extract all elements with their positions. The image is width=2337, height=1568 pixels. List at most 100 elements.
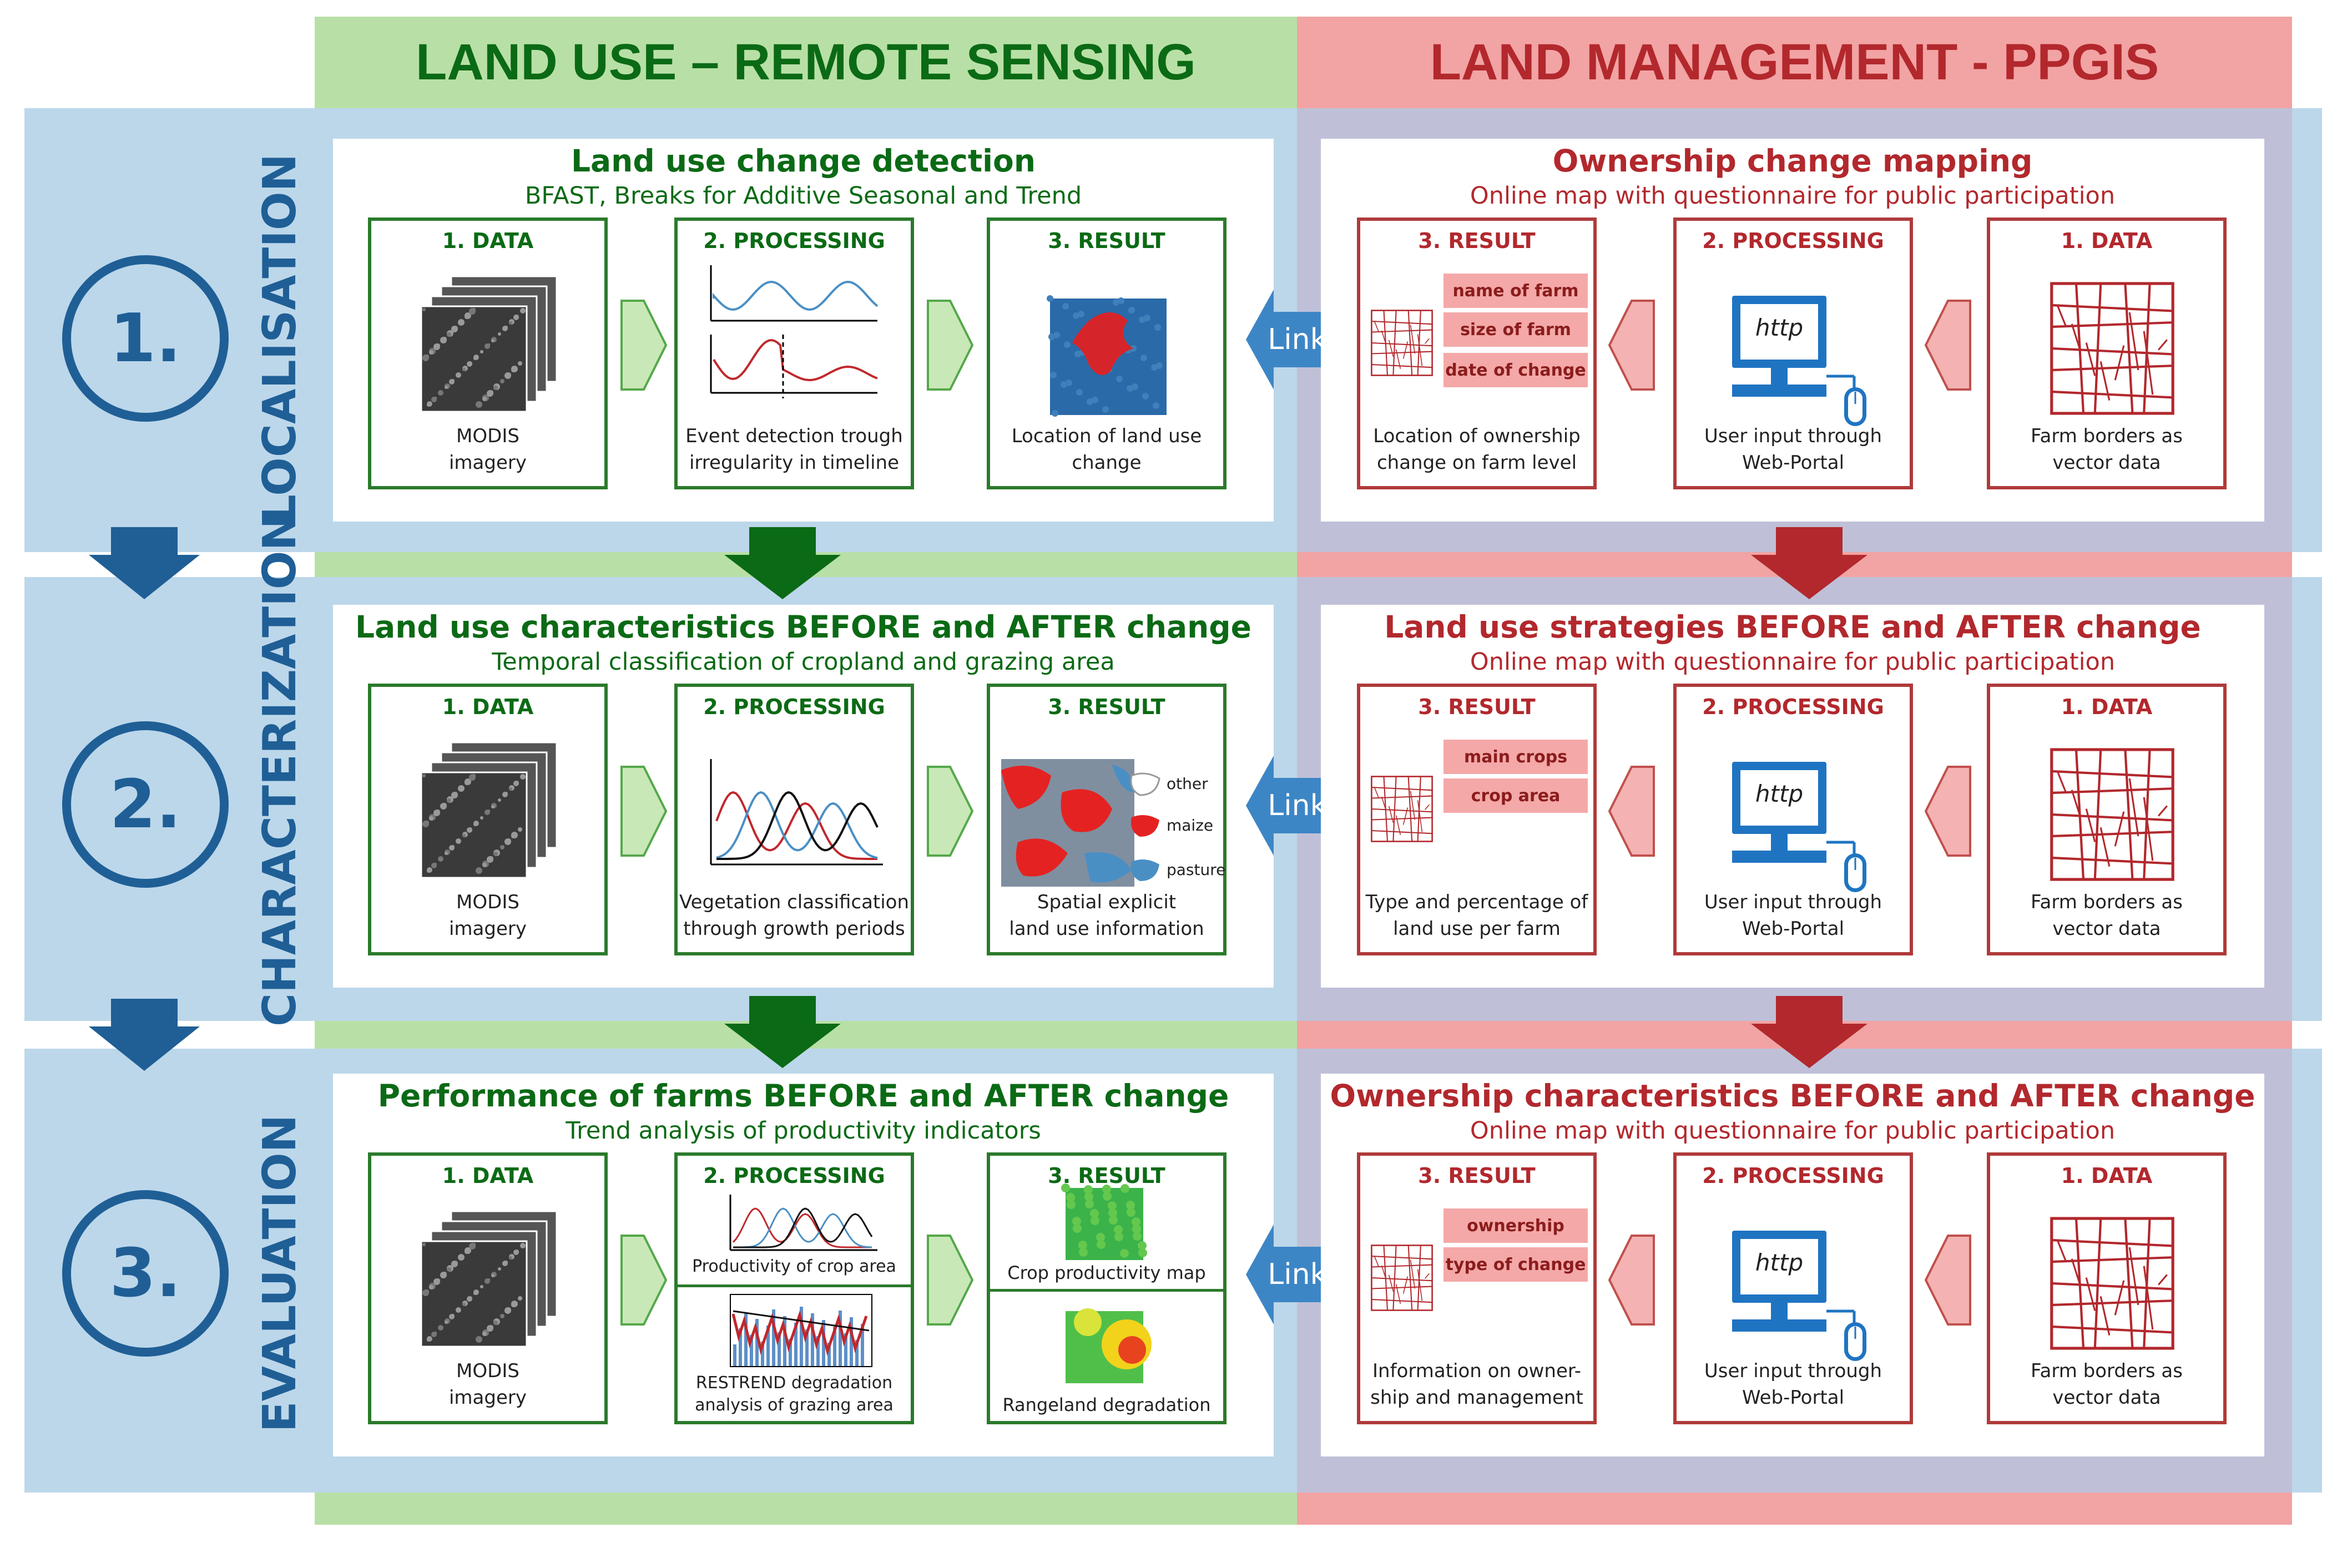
flow-arrow-green: [927, 300, 974, 391]
farm-map-fragment: [1371, 1245, 1433, 1311]
caption-line: Farm borders as: [2031, 1360, 2183, 1382]
flow-arrow-green: [620, 1235, 668, 1326]
flow-arrow-red: [1608, 300, 1655, 391]
caption-line: change on farm level: [1376, 452, 1577, 474]
caption-line: Event detection trough: [685, 425, 903, 447]
caption-line: MODIS: [456, 891, 519, 913]
box-caption: MODIS imagery: [371, 889, 604, 942]
flow-arrow-red: [1924, 300, 1971, 391]
right-panel-subtitle: Online map with questionnaire for public…: [1470, 1117, 2116, 1145]
box-heading: 2. PROCESSING: [1702, 695, 1884, 719]
box-heading: 2. PROCESSING: [703, 1164, 885, 1188]
box-caption: Farm borders as vector data: [1990, 1358, 2223, 1411]
modis-image-stack: [420, 1210, 558, 1348]
caption-line: Web-Portal: [1742, 1387, 1845, 1409]
flow-arrow-red: [1924, 1235, 1971, 1326]
caption-line: change: [1072, 452, 1142, 474]
flow-arrow-red: [1608, 1235, 1655, 1326]
caption-line: vector data: [2052, 1387, 2161, 1409]
web-portal-computer: http: [1727, 1228, 1871, 1367]
box-heading: 1. DATA: [442, 1164, 534, 1188]
crop-productivity-chart: [729, 1195, 877, 1251]
productivity-curve: [733, 1207, 872, 1248]
http-label: http: [1755, 314, 1804, 341]
right-panel-title: Land use strategies BEFORE and AFTER cha…: [1384, 609, 2201, 645]
left-panel-title: Land use characteristics BEFORE and AFTE…: [355, 609, 1251, 645]
caption-line: User input through: [1704, 425, 1882, 447]
right-panel-subtitle: Online map with questionnaire for public…: [1470, 648, 2116, 676]
legend-label: other: [1167, 775, 1208, 793]
box-heading: 3. RESULT: [1048, 1164, 1165, 1188]
legend-swatch: [1131, 859, 1159, 881]
computer-icon: [1732, 1231, 1866, 1361]
farm-borders-map: [2050, 748, 2174, 881]
stage-label: LOCALISATION: [254, 153, 306, 524]
right-panel-title: Ownership characteristics BEFORE and AFT…: [1330, 1078, 2255, 1114]
right-edge-blue-2: [2292, 577, 2322, 1021]
farm-borders-map: [2050, 282, 2174, 415]
box-caption: Location of land use change: [990, 423, 1223, 476]
attribute-pill: crop area: [1443, 778, 1588, 813]
restrend-chart: [730, 1294, 872, 1367]
box-heading: 2. PROCESSING: [1702, 229, 1884, 253]
caption-line: irregularity in timeline: [689, 452, 900, 474]
caption-line: MODIS: [456, 1360, 519, 1382]
box-heading: 1. DATA: [2061, 1164, 2153, 1188]
data-box-farm-borders: 1. DATA Farm borders as vector data: [1987, 1152, 2227, 1424]
farm-map-fragment: [1371, 310, 1433, 376]
down-arrow-blue-2: [89, 999, 200, 1071]
caption-line: User input through: [1704, 1360, 1882, 1382]
http-label: http: [1755, 1249, 1804, 1276]
computer-icon: [1732, 296, 1866, 426]
land-use-change-map: [1047, 295, 1167, 417]
flow-arrow-red: [1924, 766, 1971, 857]
right-column-header: LAND MANAGEMENT - PPGIS: [1430, 34, 2159, 90]
caption-line: Farm borders as: [2031, 891, 2183, 913]
caption-line: Farm borders as: [2031, 425, 2183, 447]
ndvi-series-event: [713, 339, 878, 381]
result-box-left: 3. RESULT Location of land use change: [987, 218, 1226, 489]
right-panel-subtitle: Online map with questionnaire for public…: [1470, 182, 2116, 210]
attribute-pill: size of farm: [1443, 312, 1588, 347]
attribute-pill: ownership: [1443, 1208, 1588, 1243]
caption-line: Web-Portal: [1742, 452, 1845, 474]
box-heading: 2. PROCESSING: [703, 229, 885, 253]
right-edge-blue-3: [2292, 1049, 2322, 1493]
attribute-pill: date of change: [1443, 353, 1588, 387]
caption-line: Vegetation classification: [679, 891, 910, 913]
down-arrow-red-2: [1751, 996, 1867, 1068]
caption-line: imagery: [448, 918, 527, 940]
growth-curve: [715, 791, 878, 860]
caption-line: Location of land use: [1011, 425, 1202, 447]
box-heading: 3. RESULT: [1418, 695, 1536, 719]
flow-arrow-green: [620, 766, 668, 857]
stage-label: EVALUATION: [254, 1114, 306, 1433]
caption-line: RESTREND degradation: [695, 1373, 893, 1393]
box-caption: Event detection trough irregularity in ti…: [678, 423, 911, 476]
processing-divider: [678, 1284, 911, 1287]
left-column-header: LAND USE – REMOTE SENSING: [416, 34, 1196, 90]
down-arrow-red-1: [1751, 527, 1867, 599]
processing-box-left: 2. PROCESSING Event detection trough irreg…: [674, 218, 914, 489]
caption-line: vector data: [2052, 452, 2161, 474]
legend-swatch: [1131, 815, 1159, 837]
processing-caption-top: Productivity of crop area: [692, 1257, 896, 1276]
attribute-pill: type of change: [1443, 1247, 1588, 1282]
modis-image-stack: [420, 275, 558, 413]
ndvi-timeline-chart: [710, 265, 879, 398]
ndvi-growth-chart: [710, 759, 883, 866]
right-edge-blue-1: [2292, 108, 2322, 552]
stage-label: CHARACTERIZATION: [254, 513, 306, 1026]
result-caption-top: Crop productivity map: [1007, 1262, 1206, 1283]
box-heading: 3. RESULT: [1048, 229, 1165, 253]
